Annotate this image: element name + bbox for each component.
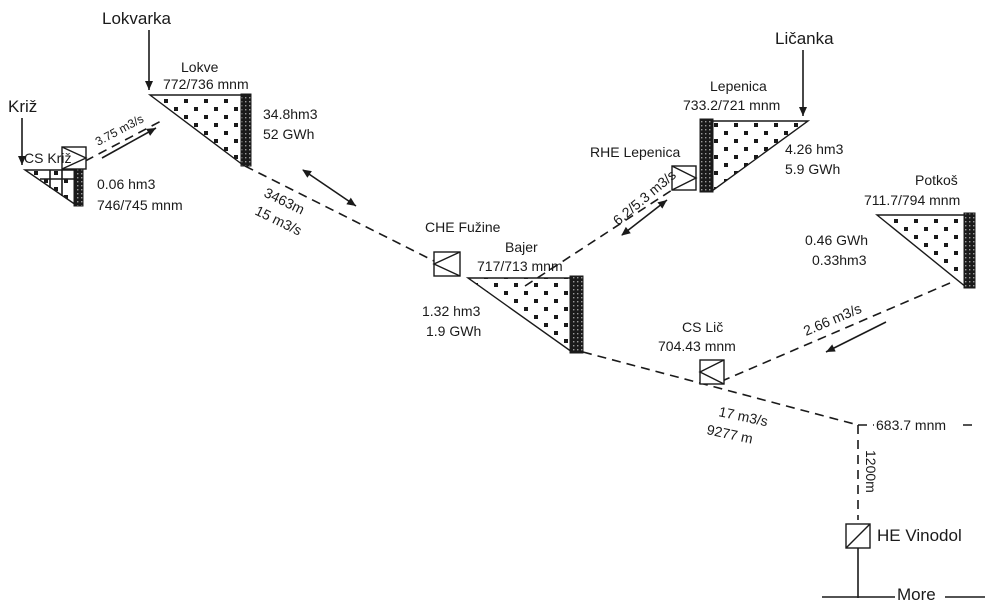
- label-penstock-len: 1200m: [863, 450, 879, 493]
- label-kriz-level: 746/745 mnm: [97, 197, 183, 213]
- label-lokve-volume: 34.8hm3: [263, 106, 318, 122]
- label-bajer-level: 717/713 mnm: [477, 258, 563, 274]
- reservoir-lokve: [147, 93, 252, 167]
- label-potkos-energy: 0.46 GWh: [805, 232, 868, 248]
- station-cs-kriz: [61, 146, 88, 170]
- label-kriz-inflow: Križ: [8, 97, 37, 116]
- label-cs-lic: CS Lič: [682, 319, 723, 335]
- label-bajer-energy: 1.9 GWh: [426, 323, 481, 339]
- label-lokvarka: Lokvarka: [102, 9, 172, 28]
- reservoir-lepenica: [699, 118, 811, 193]
- label-cs-kriz: CS Križ: [24, 150, 71, 166]
- pipe-lokve-bajer: [244, 165, 441, 265]
- label-lokve-energy: 52 GWh: [263, 126, 314, 142]
- station-he-vinodol: [822, 523, 985, 598]
- flow-arrow-kriz-lokve: [101, 127, 157, 159]
- pipe-bajer-lic: [582, 351, 859, 426]
- label-potkos-name: Potkoš: [915, 172, 958, 188]
- label-potkos-level: 711.7/794 mnm: [864, 192, 960, 208]
- label-bajer-name: Bajer: [505, 239, 538, 255]
- station-rhe-lepenica: [671, 165, 698, 191]
- label-lepenica-name: Lepenica: [710, 78, 767, 94]
- label-che-fuzine: CHE Fužine: [425, 219, 501, 235]
- label-he-vinodol: HE Vinodol: [877, 526, 962, 545]
- label-flow-lepenica: 6.2/5.3 m3/s: [610, 167, 679, 229]
- label-lokve-name: Lokve: [181, 59, 219, 75]
- label-rhe-lepenica: RHE Lepenica: [590, 144, 680, 160]
- pipe-kriz-lokve: [71, 119, 164, 169]
- reservoir-kriz: [22, 163, 84, 207]
- station-cs-lic: [698, 359, 725, 385]
- label-licanka: Ličanka: [775, 29, 834, 48]
- reservoir-bajer: [465, 275, 584, 354]
- label-potkos-volume: 0.33hm3: [812, 252, 867, 268]
- label-lokve-level: 772/736 mnm: [163, 76, 249, 92]
- label-kriz-volume: 0.06 hm3: [97, 176, 156, 192]
- label-lepenica-level: 733.2/721 mnm: [683, 97, 780, 113]
- flow-arrow-potkos-lic: [825, 321, 887, 353]
- label-cs-lic-level: 704.43 mnm: [658, 338, 736, 354]
- flow-arrow-lepenica: [621, 199, 668, 236]
- reservoir-potkos: [875, 212, 976, 289]
- label-outlet-level: 683.7 mnm: [876, 417, 946, 433]
- label-bajer-volume: 1.32 hm3: [422, 303, 481, 319]
- pipe-potkos-lic: [721, 282, 951, 382]
- label-lepenica-energy: 5.9 GWh: [785, 161, 840, 177]
- station-che-fuzine: [432, 251, 461, 277]
- label-sea: More: [897, 585, 936, 600]
- flow-arrow-lokve-bajer: [302, 169, 357, 207]
- label-lepenica-volume: 4.26 hm3: [785, 141, 844, 157]
